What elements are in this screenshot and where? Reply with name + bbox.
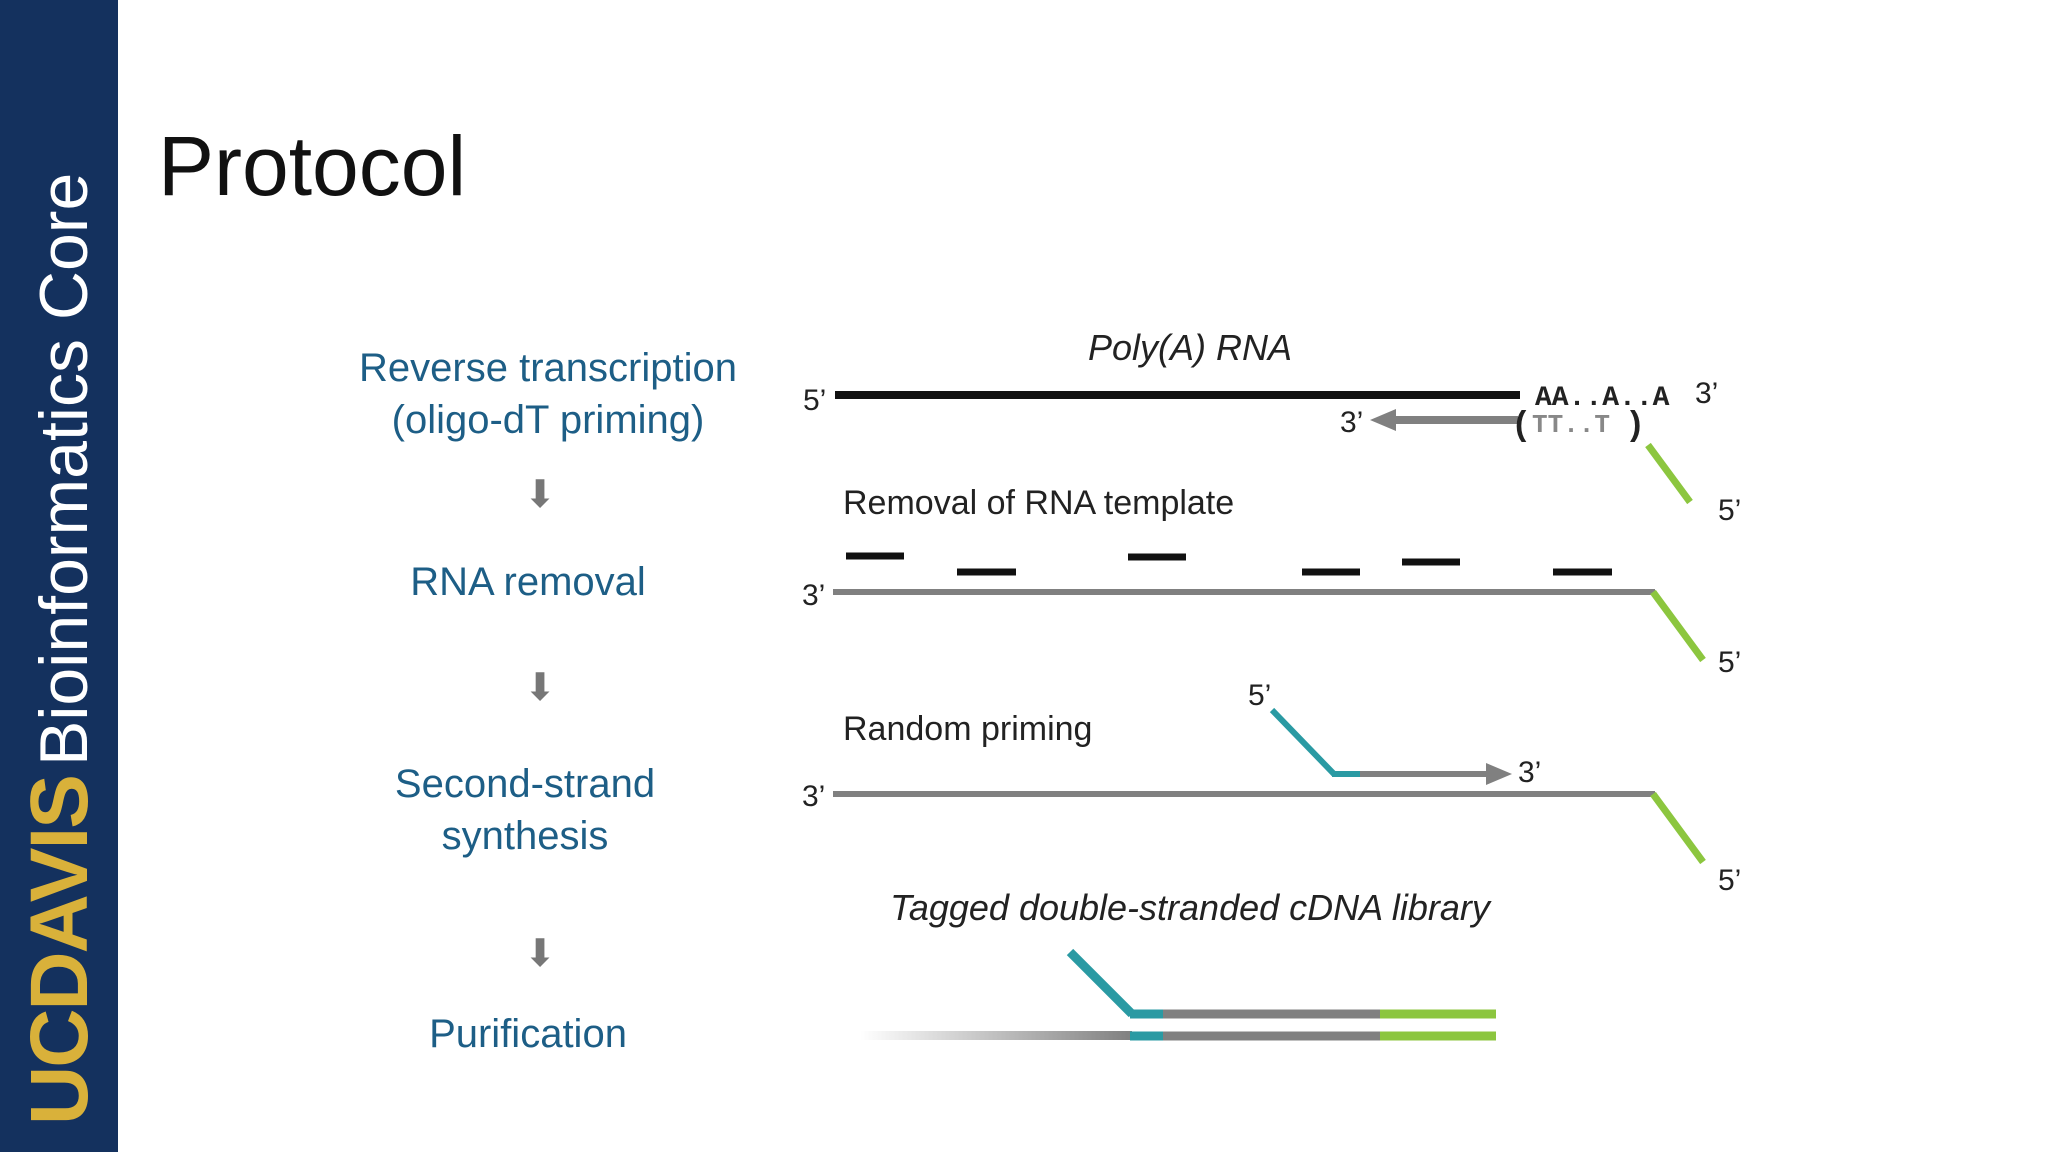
random-primer-5prime-label: 5’ (1248, 679, 1271, 712)
step-purification: Purification (328, 1008, 728, 1060)
polya-5prime-label: 5’ (803, 384, 826, 417)
step-label: Second-strand (394, 762, 656, 806)
removal-5prime-label: 5’ (1718, 646, 1741, 679)
step-sublabel: (oligo-dT priming) (391, 398, 705, 442)
library-primer-tag (1066, 948, 1136, 1018)
step-rna-removal: RNA removal (328, 556, 728, 608)
polya-tail: AA..A..A (1535, 383, 1670, 414)
polya-3prime-label: 3’ (1695, 377, 1718, 410)
tag-segment (1650, 791, 1706, 865)
step-reverse-transcription: Reverse transcription (oligo-dT priming) (348, 342, 748, 446)
page-title: Protocol (158, 119, 467, 213)
sidebar-banner: UCDAVISBioinformatics Core (0, 0, 118, 1152)
step-second-strand-synthesis: Second-strand synthesis (325, 758, 725, 862)
random-strand-3prime-label: 3’ (802, 780, 825, 813)
rt-product-3prime-label: 3’ (1340, 406, 1363, 439)
oligo-dt: TT..T (1532, 410, 1610, 440)
step-label: Purification (429, 1012, 627, 1056)
polya-rna-title: Poly(A) RNA (1088, 327, 1292, 368)
rt-tag-5prime-label: 5’ (1718, 494, 1741, 527)
random-primer-tag (1269, 707, 1337, 777)
oligo-dt-paren-left: ( (1515, 405, 1527, 443)
step-label: Reverse transcription (359, 346, 737, 390)
removal-3prime-label: 3’ (802, 579, 825, 612)
down-arrow-icon: ⬇ (524, 933, 556, 975)
oligo-dt-tag (1645, 442, 1693, 505)
step-sublabel: synthesis (441, 814, 609, 858)
oligo-dt-paren-right: ) (1630, 405, 1641, 443)
library-bottom-fade (860, 1031, 1132, 1040)
random-priming-title: Random priming (843, 710, 1092, 748)
removal-title: Removal of RNA template (843, 484, 1234, 522)
library-title: Tagged double-stranded cDNA library (890, 887, 1492, 928)
down-arrow-icon: ⬇ (524, 474, 556, 516)
tag-segment (1650, 589, 1706, 663)
arrowhead-left-icon (1370, 409, 1396, 431)
rna-fragments (846, 552, 1612, 576)
down-arrow-icon: ⬇ (524, 667, 556, 709)
arrowhead-right-icon (1486, 763, 1512, 785)
random-strand-5prime-label: 5’ (1718, 864, 1741, 897)
step-label: RNA removal (410, 560, 646, 604)
random-primer-3prime-label: 3’ (1518, 756, 1541, 789)
